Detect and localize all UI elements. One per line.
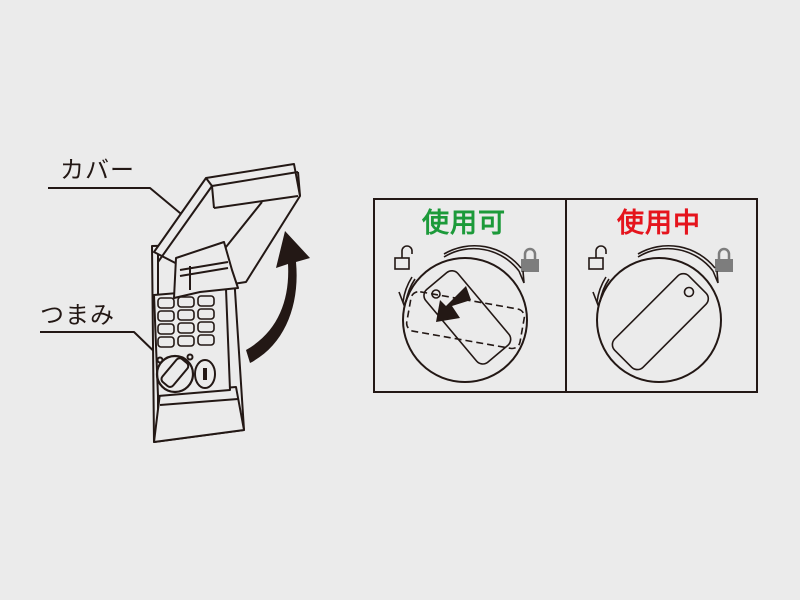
- knob: [155, 353, 195, 394]
- knob-leader-line: [40, 331, 171, 370]
- cover-flap: [153, 163, 301, 299]
- turn-arrow-icon: [436, 286, 471, 322]
- panel-available: [394, 244, 539, 383]
- unlocked-padlock-icon: [394, 245, 413, 270]
- cover-label: カバー: [60, 156, 135, 184]
- cover-leader-line: [48, 187, 192, 224]
- keypad: [157, 295, 215, 348]
- rotation-arrow-icon: [246, 231, 310, 363]
- knob-label: つまみ: [40, 301, 115, 329]
- panel-title-available: 使用可: [422, 208, 506, 239]
- unlocked-padlock-icon: [588, 245, 607, 270]
- key-cylinder: [194, 359, 216, 389]
- locked-padlock-icon: [715, 247, 733, 272]
- panel-inuse: [588, 244, 733, 383]
- rotation-guide-arrows: [398, 244, 525, 308]
- locked-padlock-icon: [521, 247, 539, 272]
- panel-title-inuse: 使用中: [617, 208, 701, 239]
